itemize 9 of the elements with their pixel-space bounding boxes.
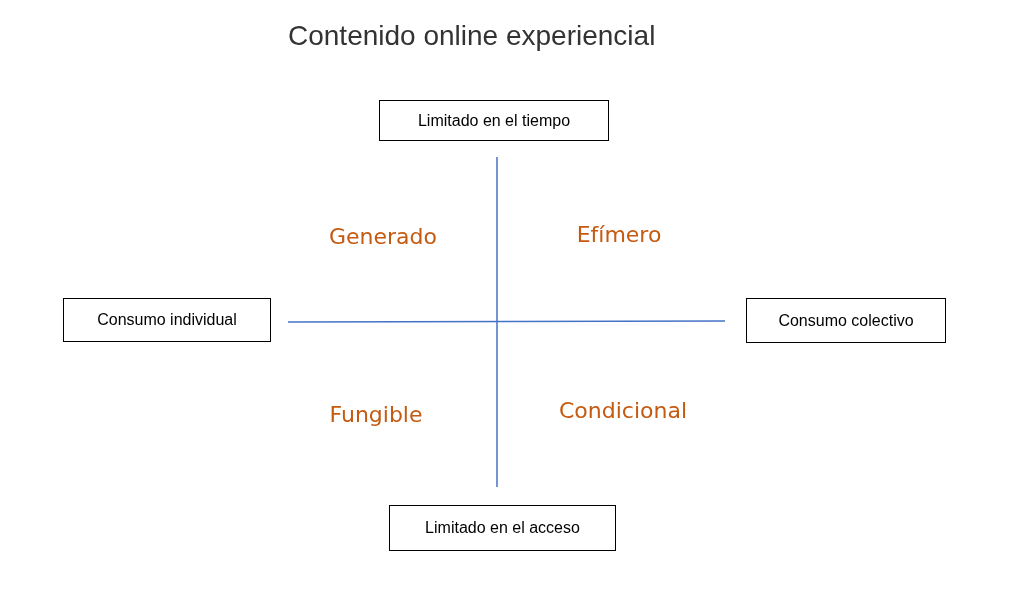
diagram-title: Contenido online experiencial — [288, 20, 656, 52]
axis-label-box: Consumo individual — [63, 298, 271, 342]
quadrant-label: Condicional — [559, 397, 687, 423]
quadrant-label: Generado — [329, 223, 437, 249]
axis-label-box: Consumo colectivo — [746, 298, 946, 343]
quadrant-label: Fungible — [329, 401, 423, 427]
axis-label-box: Limitado en el acceso — [389, 505, 616, 551]
quadrant-label: Efímero — [576, 221, 662, 247]
axis-label-box: Limitado en el tiempo — [379, 100, 609, 141]
